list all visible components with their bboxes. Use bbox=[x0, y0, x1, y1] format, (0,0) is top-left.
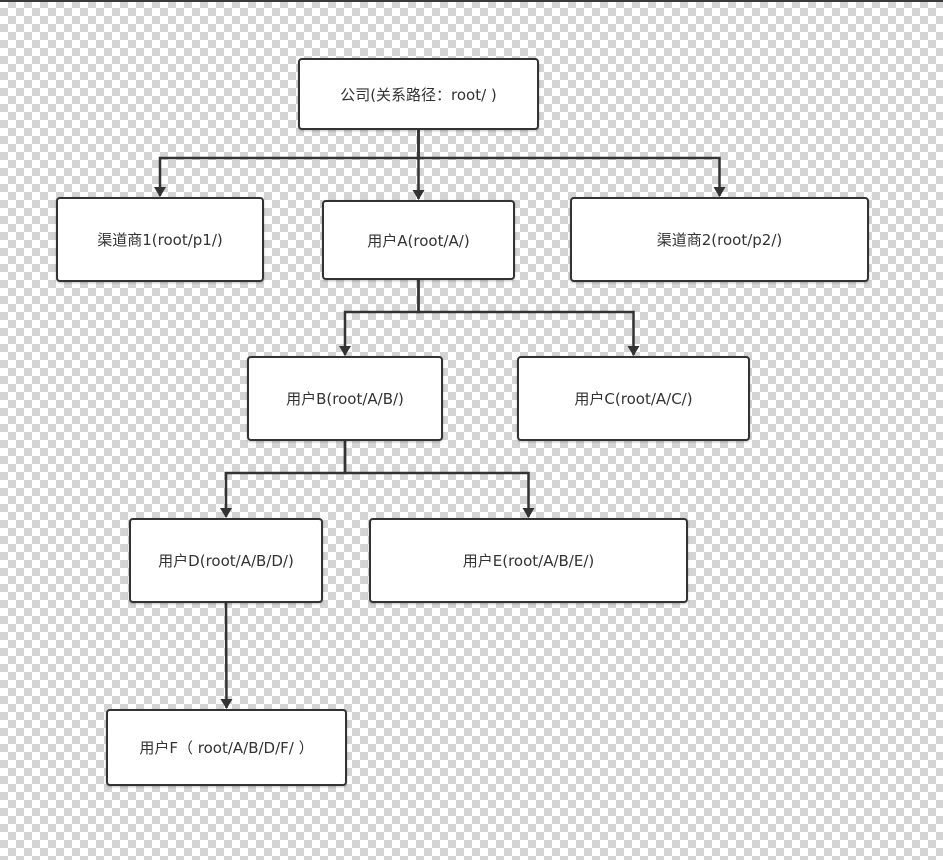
node-company[interactable]: 公司(关系路径：root/ ) bbox=[298, 58, 539, 130]
node-user-d[interactable]: 用户D(root/A/B/D/) bbox=[129, 518, 323, 603]
connector-company-dealer2 bbox=[417, 130, 726, 197]
node-dealer-2[interactable]: 渠道商2(root/p2/) bbox=[570, 197, 869, 282]
node-user-b[interactable]: 用户B(root/A/B/) bbox=[247, 356, 443, 441]
connector-userB-userE bbox=[343, 441, 535, 518]
node-user-a-label: 用户A(root/A/) bbox=[367, 231, 470, 250]
node-user-e-label: 用户E(root/A/B/E/) bbox=[462, 552, 595, 570]
node-user-f[interactable]: 用户F（ root/A/B/D/F/ ） bbox=[106, 709, 347, 786]
node-user-e[interactable]: 用户E(root/A/B/E/) bbox=[369, 518, 688, 603]
connector-userB-userD bbox=[220, 441, 347, 518]
node-dealer-1-label: 渠道商1(root/p1/) bbox=[97, 231, 223, 249]
canvas-top-border bbox=[0, 0, 943, 2]
connector-userD-userF bbox=[220, 602, 233, 709]
node-user-c[interactable]: 用户C(root/A/C/) bbox=[517, 356, 750, 441]
node-user-f-label: 用户F（ root/A/B/D/F/ ） bbox=[139, 739, 314, 757]
node-user-b-label: 用户B(root/A/B/) bbox=[286, 390, 404, 408]
edge-group bbox=[154, 130, 726, 709]
node-user-d-label: 用户D(root/A/B/D/) bbox=[158, 552, 294, 570]
node-user-a[interactable]: 用户A(root/A/) bbox=[322, 200, 515, 280]
node-dealer-1[interactable]: 渠道商1(root/p1/) bbox=[56, 197, 264, 282]
connector-userA-userC bbox=[417, 280, 640, 356]
node-user-c-label: 用户C(root/A/C/) bbox=[574, 390, 693, 408]
node-dealer-2-label: 渠道商2(root/p2/) bbox=[656, 231, 783, 249]
node-company-label: 公司(关系路径：root/ ) bbox=[340, 85, 497, 104]
connector-company-dealer1 bbox=[154, 130, 420, 197]
connector-userA-userB bbox=[339, 280, 420, 356]
